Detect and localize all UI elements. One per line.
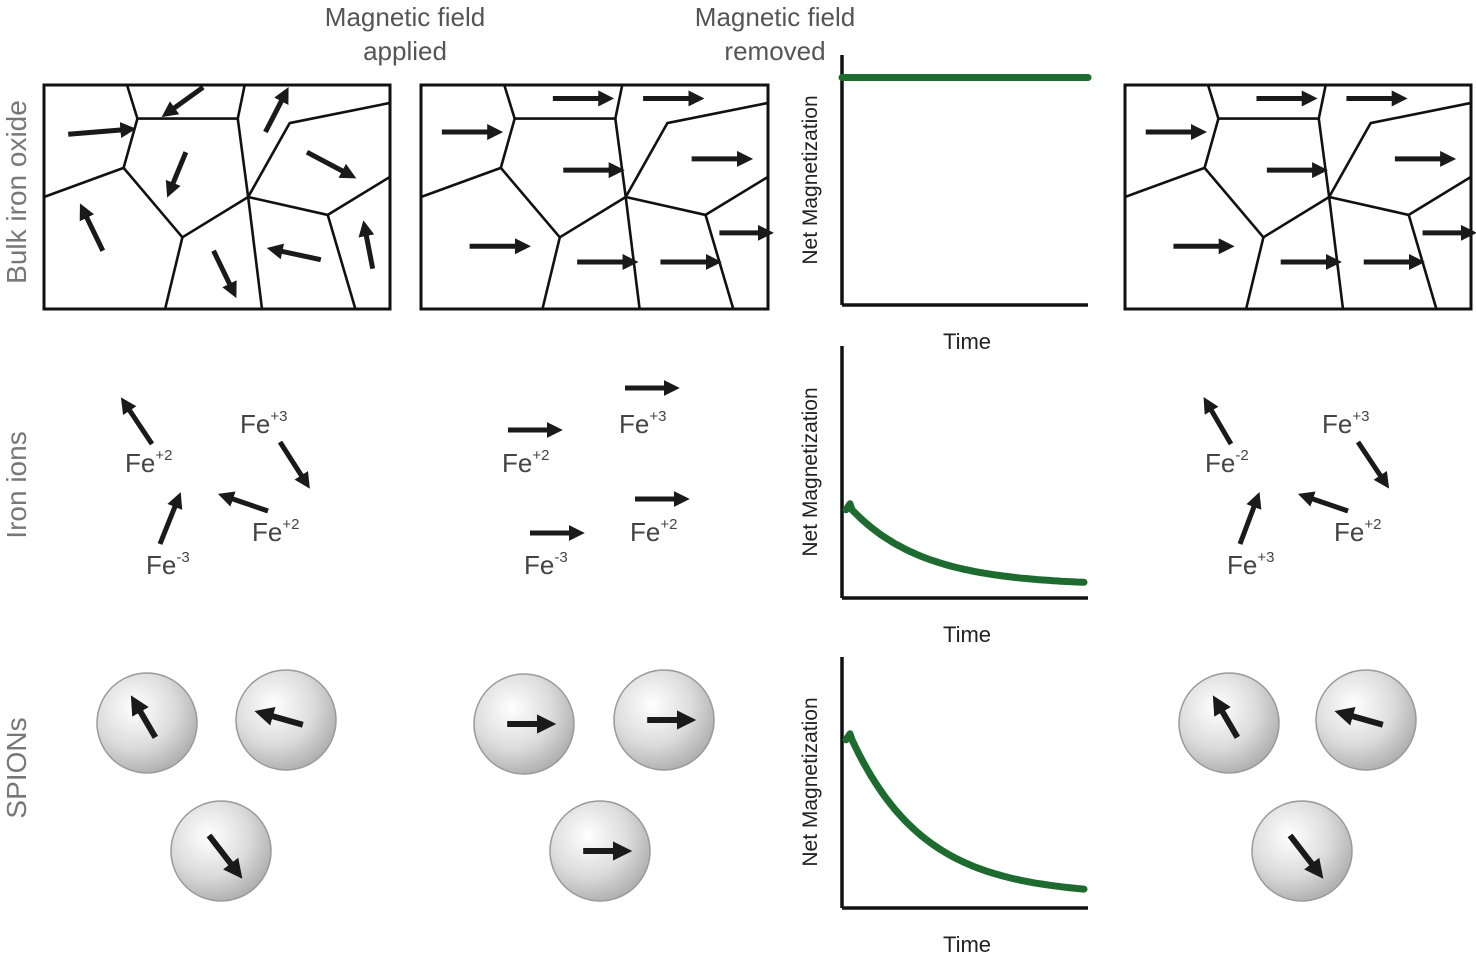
chart-xlabel: Time (943, 932, 991, 957)
chart-bulk: Net Magnetization Time (799, 55, 1092, 354)
magnetic-moment-arrow (305, 149, 357, 179)
domain-boundary (1327, 196, 1345, 310)
ion-label: Fe+3 (1322, 408, 1369, 439)
ion-label: Fe+2 (125, 447, 172, 478)
ion-label: Fe+2 (252, 516, 299, 547)
ions-before: Fe+2 Fe+3 Fe+2 Fe-3 (125, 408, 299, 580)
chart-iron-ions: Net Magnetization Time (799, 346, 1088, 647)
spion-particle (1315, 669, 1417, 771)
magnetic-moment-arrow (277, 440, 310, 489)
panel-border (42, 83, 392, 311)
magnetic-moment-arrow (1203, 396, 1234, 446)
magnetization-series-line (842, 500, 1088, 586)
ions-after: Fe-2 Fe+3 Fe+2 Fe+3 (1205, 408, 1381, 580)
magnetic-moment-arrow (263, 87, 289, 134)
spion-particle (1251, 800, 1353, 902)
ion-label: Fe+3 (1227, 549, 1274, 580)
magnetic-moment-arrow (206, 833, 243, 879)
ion-label: Fe+2 (502, 447, 549, 478)
domain-boundary (624, 101, 769, 198)
spion-particle (613, 669, 715, 771)
row-label-iron-ions: Iron ions (1, 431, 32, 538)
magnetic-moment-arrow (130, 695, 158, 739)
chart-xlabel: Time (943, 622, 991, 647)
bulk-domain-panels (42, 83, 1476, 311)
domain-boundary (247, 101, 391, 198)
magnetic-moment-arrow (1334, 707, 1384, 728)
ion-label: Fe+3 (619, 408, 666, 439)
magnetic-moment-arrow (211, 249, 237, 299)
domain-boundary (1328, 101, 1472, 198)
chart-ylabel: Net Magnetization (799, 387, 822, 556)
magnetic-moment-arrow (79, 203, 106, 252)
spion-particle (235, 669, 337, 771)
magnetization-charts: Net Magnetization Time Net Magnetization… (799, 55, 1092, 957)
magnetization-series-line (842, 730, 1088, 893)
header-applied-line1: Magnetic field (325, 2, 485, 32)
panel-border (1123, 83, 1473, 311)
spion-particle (473, 673, 575, 775)
row-label-spions: SPIONs (1, 717, 32, 818)
magnetic-moment-arrow (358, 220, 376, 270)
domain-boundary (326, 214, 357, 310)
chart-xlabel: Time (943, 329, 991, 354)
header-removed-line2: removed (724, 36, 825, 66)
ions-applied: Fe+2 Fe+3 Fe+2 Fe-3 (502, 408, 677, 580)
ion-label: Fe-3 (146, 549, 190, 580)
magnetic-moment-arrow (1297, 491, 1349, 514)
ion-label: Fe+3 (240, 408, 287, 439)
spion-particles (96, 669, 1417, 902)
magnetic-moment-arrow (1237, 492, 1262, 545)
magnetic-moment-arrow (217, 491, 269, 514)
magnetic-moment-arrow (1287, 833, 1324, 879)
magnetic-moment-arrow (157, 492, 183, 545)
magnetic-moment-arrow (161, 85, 205, 118)
header-applied-line2: applied (363, 36, 447, 66)
ion-label: Fe+2 (1334, 516, 1381, 547)
chart-spions: Net Magnetization Time (799, 657, 1088, 957)
header-removed-line1: Magnetic field (695, 2, 855, 32)
bulk-panel (419, 83, 774, 311)
spion-particle (96, 672, 198, 774)
spion-particle (170, 800, 272, 902)
chart-ylabel: Net Magnetization (799, 95, 822, 264)
magnetic-moment-arrow (165, 151, 189, 198)
domain-boundary (125, 84, 246, 120)
domain-boundary (246, 196, 264, 310)
bulk-panel (42, 83, 392, 311)
ion-label: Fe-2 (1205, 447, 1249, 478)
iron-ion-groups: Fe+2 Fe+3 Fe+2 Fe-3 Fe+2 Fe+3 Fe+2 Fe-3 … (125, 408, 1381, 580)
ion-label: Fe-3 (524, 549, 568, 580)
domain-boundary (503, 84, 624, 120)
iron-ion-arrows (120, 379, 1390, 545)
ion-label: Fe+2 (630, 516, 677, 547)
spion-particle (1178, 672, 1280, 774)
row-label-bulk: Bulk iron oxide (1, 100, 32, 284)
magnetic-moment-arrow (68, 122, 137, 139)
magnetic-moment-arrow (1355, 440, 1390, 489)
spion-particle (549, 800, 651, 902)
magnetic-moment-arrow (254, 707, 304, 728)
magnetic-moment-arrow (1212, 695, 1240, 739)
domain-boundary (624, 196, 641, 310)
domain-boundary (1206, 84, 1327, 120)
chart-ylabel: Net Magnetization (799, 697, 822, 866)
magnetic-moment-arrow (266, 243, 322, 263)
bulk-panel (1123, 83, 1476, 311)
magnetic-moment-arrow (120, 397, 155, 446)
